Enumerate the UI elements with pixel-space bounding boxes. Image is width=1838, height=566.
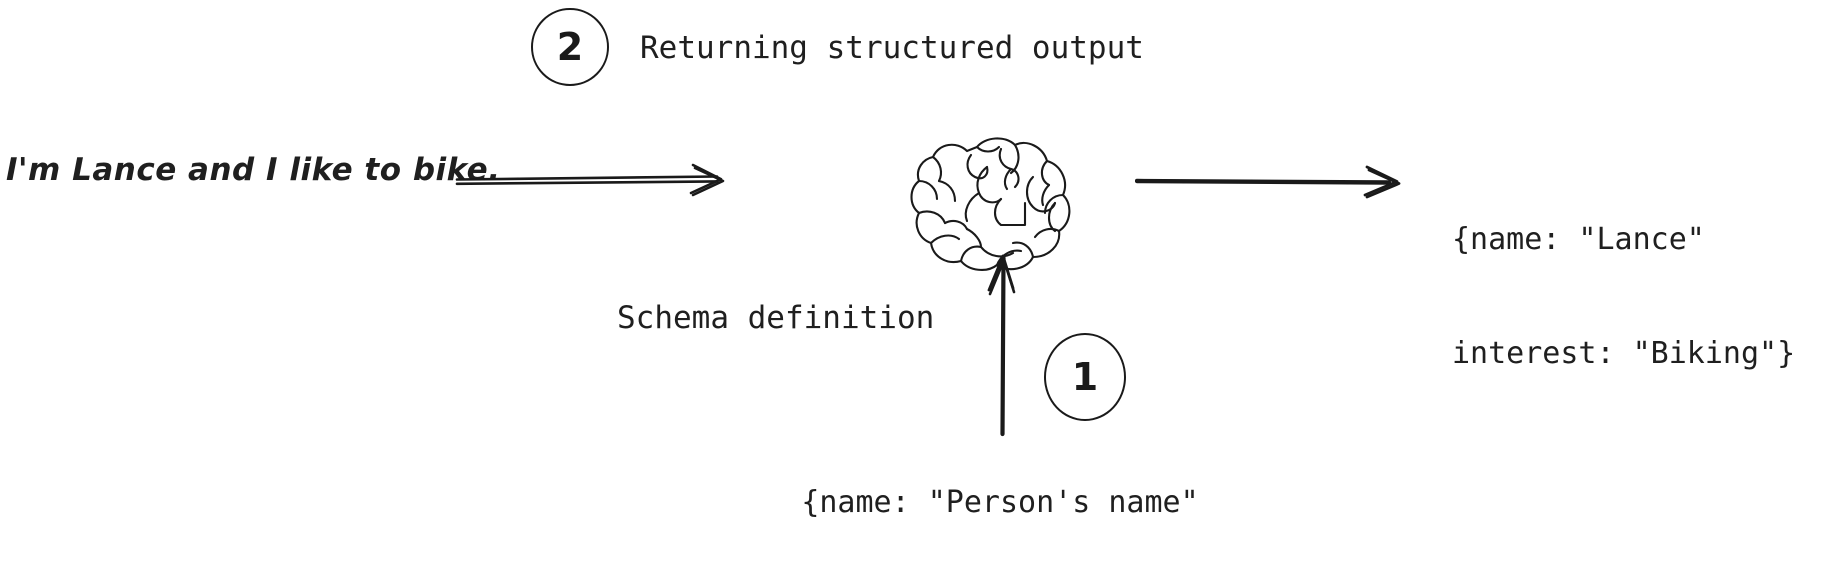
step-badge-2: 2 (531, 8, 609, 86)
input-text: I'm Lance and I like to bike. (6, 152, 501, 188)
step-1-label: Schema definition (617, 300, 935, 336)
output-code-line-1: {name: "Lance" (1452, 222, 1705, 257)
arrow-model-to-output (1134, 155, 1425, 215)
schema-code-line-1: {name: "Person's name" (801, 485, 1199, 520)
schema-code: {name: "Person's name" interest: "Person… (600, 408, 1400, 566)
output-code: {name: "Lance" interest: "Biking"} (1452, 145, 1795, 449)
step-badge-1: 1 (1044, 333, 1126, 421)
step-badge-1-number: 1 (1071, 355, 1099, 399)
output-code-line-2: interest: "Biking"} (1452, 336, 1796, 371)
arrow-schema-to-model (975, 248, 1035, 438)
brain-illustration (905, 115, 1095, 275)
step-2-label: Returning structured output (640, 30, 1144, 66)
arrow-input-to-model (455, 155, 745, 215)
step-badge-2-number: 2 (556, 25, 584, 69)
